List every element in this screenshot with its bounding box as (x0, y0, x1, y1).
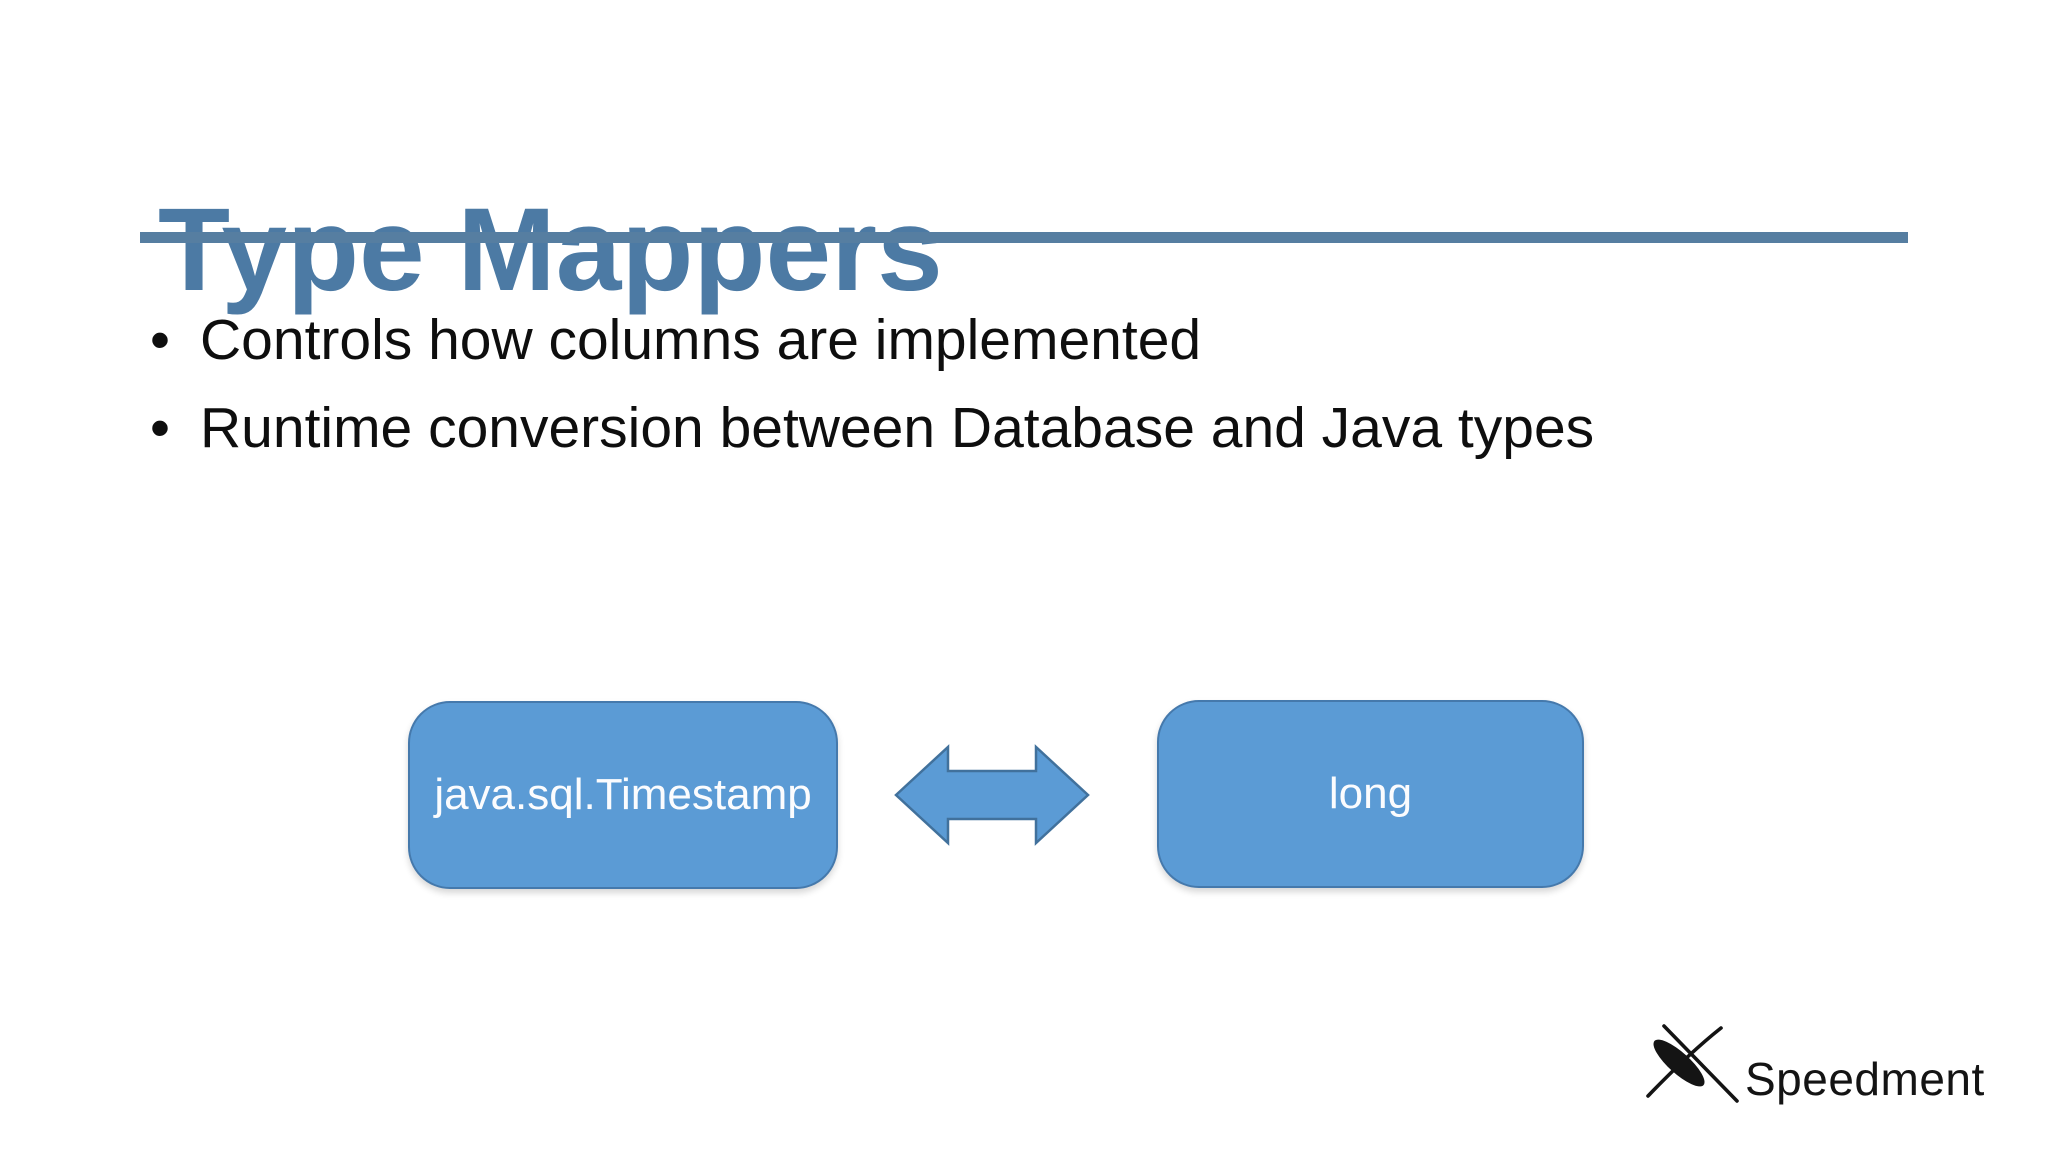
slide-title: Type Mappers (158, 184, 943, 317)
bullet-marker: • (150, 396, 170, 460)
bullet-text: Runtime conversion between Database and … (200, 396, 1595, 460)
speedment-logo-text: Speedment (1745, 1053, 1985, 1105)
double-arrow-icon (894, 742, 1090, 848)
speedment-x-icon (1646, 1024, 1739, 1104)
diagram-box-label: long (1328, 769, 1413, 818)
diagram-box-java-sql-timestamp: java.sql.Timestamp (408, 701, 838, 889)
bullet-item: • Controls how columns are implemented (150, 312, 1594, 369)
diagram-box-long: long (1157, 700, 1584, 888)
bullet-item: • Runtime conversion between Database an… (150, 400, 1594, 457)
bullet-marker: • (150, 308, 170, 372)
title-underline-rule (140, 232, 1908, 243)
speedment-logo: Speedment (1645, 1022, 1985, 1104)
diagram-box-label: java.sql.Timestamp (434, 770, 812, 819)
bullet-list: • Controls how columns are implemented •… (150, 312, 1594, 488)
bullet-text: Controls how columns are implemented (200, 308, 1202, 372)
